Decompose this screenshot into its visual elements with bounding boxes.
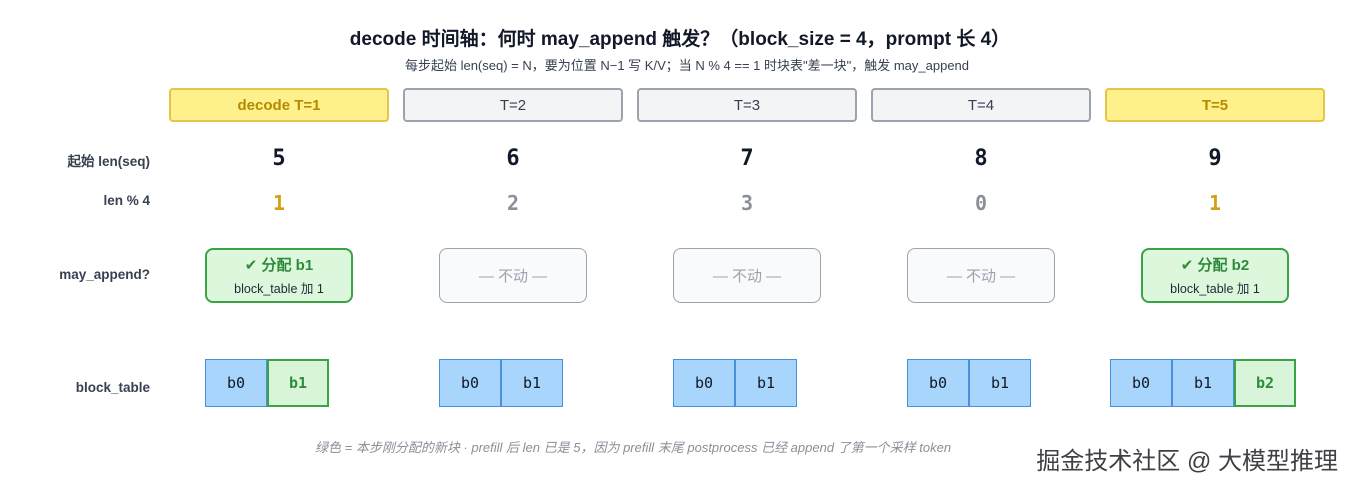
start-len-value: 5 xyxy=(272,146,286,171)
block-cell: b1 xyxy=(969,359,1031,407)
new-block-cell: b2 xyxy=(1234,359,1296,407)
action-label: ✔ 分配 b1 xyxy=(244,257,314,274)
row-label-may-append: may_append? xyxy=(59,267,150,282)
action-sublabel: block_table 加 1 xyxy=(234,282,324,296)
mod-value: 1 xyxy=(272,191,286,215)
step-header: T=2 xyxy=(403,88,623,122)
action-label: — 不动 — xyxy=(478,268,548,285)
alloc-action-box: ✔ 分配 b2 block_table 加 1 xyxy=(1141,248,1289,303)
watermark: 掘金技术社区 @ 大模型推理 xyxy=(1036,448,1338,475)
step-header: decode T=1 xyxy=(169,88,389,122)
row-label-mod: len % 4 xyxy=(103,193,150,208)
block-cell: b0 xyxy=(205,359,267,407)
row-label-block-table: block_table xyxy=(75,380,150,395)
step-header: T=5 xyxy=(1105,88,1325,122)
footnote: 绿色 = 本步刚分配的新块 · prefill 后 len 已是 5，因为 pr… xyxy=(315,440,952,455)
idle-action-box: — 不动 — xyxy=(673,248,821,303)
block-cell: b0 xyxy=(673,359,735,407)
mod-value: 3 xyxy=(740,191,754,215)
row-label-start-len: 起始 len(seq) xyxy=(67,154,150,169)
step-header: T=4 xyxy=(871,88,1091,122)
block-cell: b0 xyxy=(439,359,501,407)
mod-value: 0 xyxy=(974,191,988,215)
start-len-value: 6 xyxy=(506,146,520,171)
action-label: — 不动 — xyxy=(946,268,1016,285)
action-label: — 不动 — xyxy=(712,268,782,285)
idle-action-box: — 不动 — xyxy=(439,248,587,303)
mod-value: 2 xyxy=(506,191,520,215)
alloc-action-box: ✔ 分配 b1 block_table 加 1 xyxy=(205,248,353,303)
action-sublabel: block_table 加 1 xyxy=(1170,282,1260,296)
block-cell: b0 xyxy=(1110,359,1172,407)
idle-action-box: — 不动 — xyxy=(907,248,1055,303)
start-len-value: 9 xyxy=(1208,146,1222,171)
block-cell: b1 xyxy=(501,359,563,407)
action-label: ✔ 分配 b2 xyxy=(1180,257,1250,274)
start-len-value: 8 xyxy=(974,146,988,171)
block-cell: b1 xyxy=(735,359,797,407)
block-cell: b0 xyxy=(907,359,969,407)
diagram-subtitle: 每步起始 len(seq) = N，要为位置 N−1 写 K/V；当 N % 4… xyxy=(404,58,970,73)
mod-value: 1 xyxy=(1208,191,1222,215)
start-len-value: 7 xyxy=(740,146,754,171)
step-header: T=3 xyxy=(637,88,857,122)
block-cell: b1 xyxy=(1172,359,1234,407)
diagram-title: decode 时间轴：何时 may_append 触发？（block_size … xyxy=(349,29,1011,50)
new-block-cell: b1 xyxy=(267,359,329,407)
